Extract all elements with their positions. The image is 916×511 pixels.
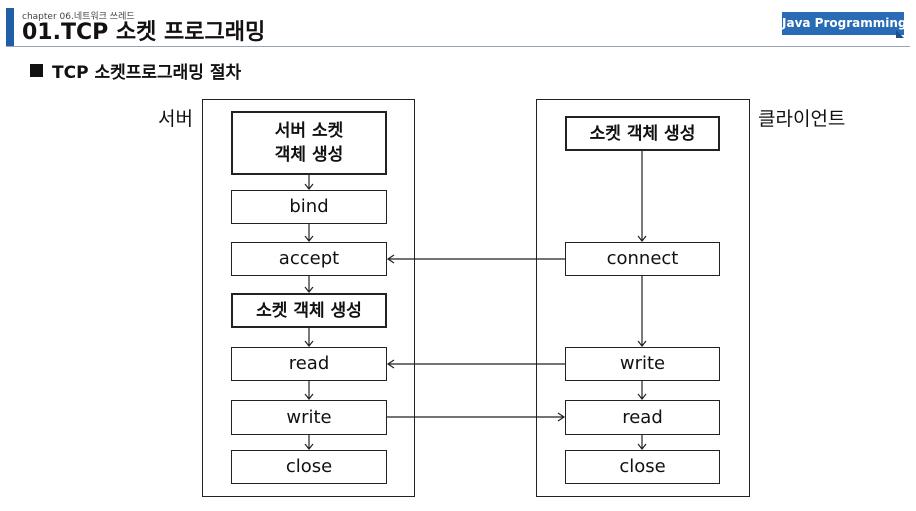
server-label: 서버 <box>158 108 193 130</box>
server-step-read: read <box>231 347 387 381</box>
client-step-write: write <box>565 347 720 381</box>
client-step-read: read <box>565 400 720 435</box>
arrow-client-4 <box>637 435 647 450</box>
section-title: TCP 소켓프로그래밍 절차 <box>52 63 242 83</box>
brand-badge: Java Programming <box>782 12 906 35</box>
client-step-create-socket: 소켓 객체 생성 <box>565 116 720 151</box>
brand-badge-tail <box>896 30 904 38</box>
server-step-accept: accept <box>231 242 387 276</box>
server-step-create-server-socket: 서버 소켓 객체 생성 <box>231 111 387 175</box>
arrow-client-1 <box>637 151 647 242</box>
header-accent-bar <box>6 8 14 46</box>
arrow-server-1 <box>304 175 314 190</box>
arrow-write-to-client-read <box>387 412 566 422</box>
server-step-create-socket: 소켓 객체 생성 <box>231 293 387 328</box>
server-step-write: write <box>231 400 387 435</box>
arrow-server-4 <box>304 328 314 347</box>
client-step-close: close <box>565 450 720 484</box>
server-step-close: close <box>231 450 387 484</box>
client-step-connect: connect <box>565 242 720 276</box>
arrow-connect-to-accept <box>386 254 565 264</box>
page-title: 01.TCP 소켓 프로그래밍 <box>22 20 266 45</box>
server-step-bind: bind <box>231 190 387 224</box>
section-heading: TCP 소켓프로그래밍 절차 <box>30 58 241 83</box>
arrow-server-6 <box>304 435 314 450</box>
chapter-label: chapter 06.네트워크 쓰레드 <box>22 12 135 22</box>
arrow-write-to-read <box>386 359 565 369</box>
bullet-square-icon <box>30 64 43 77</box>
header-divider <box>6 46 910 47</box>
arrow-client-3 <box>637 381 647 400</box>
arrow-client-2 <box>637 276 647 347</box>
client-label: 클라이언트 <box>758 108 846 130</box>
arrow-server-2 <box>304 224 314 242</box>
arrow-server-3 <box>304 276 314 293</box>
arrow-server-5 <box>304 381 314 400</box>
